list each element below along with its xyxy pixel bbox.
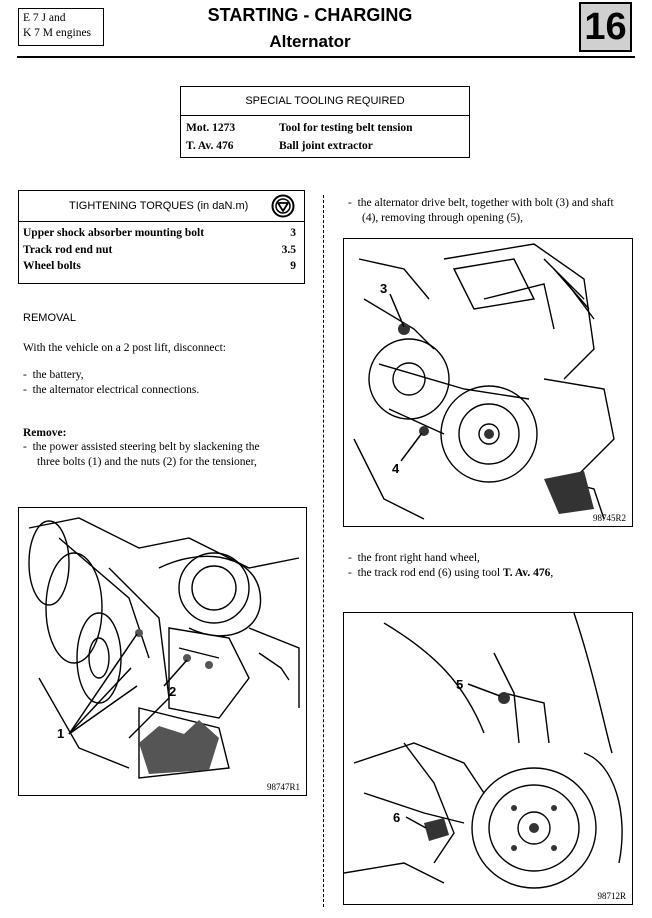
- header-divider: [17, 56, 635, 58]
- tightening-torques-table: TIGHTENING TORQUES (in daN.m) Upper shoc…: [18, 190, 305, 284]
- figure-alternator-belt: 3 4 98745R2: [343, 238, 633, 527]
- engine-applicability-box: E 7 J and K 7 M engines: [18, 8, 104, 46]
- special-tooling-heading: SPECIAL TOOLING REQUIRED: [181, 87, 469, 116]
- column-divider: [323, 195, 324, 907]
- list-item: - the battery,: [23, 369, 84, 381]
- tool-ref: Mot. 1273: [186, 122, 236, 134]
- torque-table-heading: TIGHTENING TORQUES (in daN.m): [69, 200, 249, 212]
- special-tooling-table: SPECIAL TOOLING REQUIRED Mot. 1273 Tool …: [180, 86, 470, 158]
- figure-reference: 98747R1: [266, 782, 300, 792]
- torque-item-value: 9: [290, 260, 296, 272]
- engine-line-1: E 7 J and: [23, 12, 66, 24]
- list-item: - the alternator drive belt, together wi…: [348, 197, 614, 224]
- tool-description: Ball joint extractor: [279, 140, 373, 152]
- engine-line-2: K 7 M engines: [23, 27, 92, 39]
- callout-1: 1: [57, 726, 64, 741]
- torque-item-value: 3.5: [281, 244, 296, 256]
- torque-wrench-icon: [271, 194, 295, 218]
- alternator-illustration: 3 4: [353, 243, 615, 520]
- tool-description: Tool for testing belt tension: [279, 122, 413, 134]
- figure-reference: 98712R: [597, 891, 626, 901]
- callout-6: 6: [393, 810, 400, 825]
- list-item: - the front right hand wheel,: [348, 552, 480, 564]
- torque-item-label: Upper shock absorber mounting bolt: [23, 227, 205, 239]
- callout-3: 3: [380, 281, 387, 296]
- disconnect-list: - the battery, - the alternator electric…: [23, 368, 303, 397]
- wheel-hub-illustration: 5 6: [344, 613, 623, 889]
- torque-table-header: TIGHTENING TORQUES (in daN.m): [19, 191, 304, 222]
- figure-power-steering-belt: 1 2 98747R1: [18, 507, 307, 796]
- callout-5: 5: [456, 677, 463, 692]
- figure-reference: 98745R2: [592, 513, 626, 523]
- engine-illustration: 1 2: [28, 517, 300, 779]
- chapter-number-badge: 16: [579, 2, 632, 52]
- list-item: - the power assisted steering belt by sl…: [23, 441, 260, 468]
- torque-item-label: Wheel bolts: [23, 260, 81, 272]
- callout-2: 2: [169, 684, 176, 699]
- list-item: - the track rod end (6) using tool T. Av…: [348, 566, 554, 579]
- callout-4: 4: [392, 461, 400, 476]
- torque-item-label: Track rod end nut: [23, 244, 113, 256]
- torque-item-value: 3: [290, 227, 296, 239]
- tool-ref: T. Av. 476: [186, 140, 234, 152]
- figure-front-wheel: 5 6 98712R: [343, 612, 633, 905]
- remove-list-left: - the power assisted steering belt by sl…: [23, 440, 285, 469]
- list-item: - the alternator electrical connections.: [23, 383, 200, 396]
- removal-intro: With the vehicle on a 2 post lift, disco…: [23, 342, 226, 354]
- track-rod-tool-ref: T. Av. 476: [502, 566, 551, 579]
- page-subtitle: Alternator: [269, 32, 351, 51]
- page-title: STARTING - CHARGING: [207, 5, 413, 25]
- remove-list-right-1: - the alternator drive belt, together wi…: [348, 196, 618, 225]
- remove-list-right-2: - the front right hand wheel, - the trac…: [348, 551, 628, 580]
- removal-heading: REMOVAL: [23, 312, 76, 324]
- remove-heading: Remove:: [23, 427, 67, 439]
